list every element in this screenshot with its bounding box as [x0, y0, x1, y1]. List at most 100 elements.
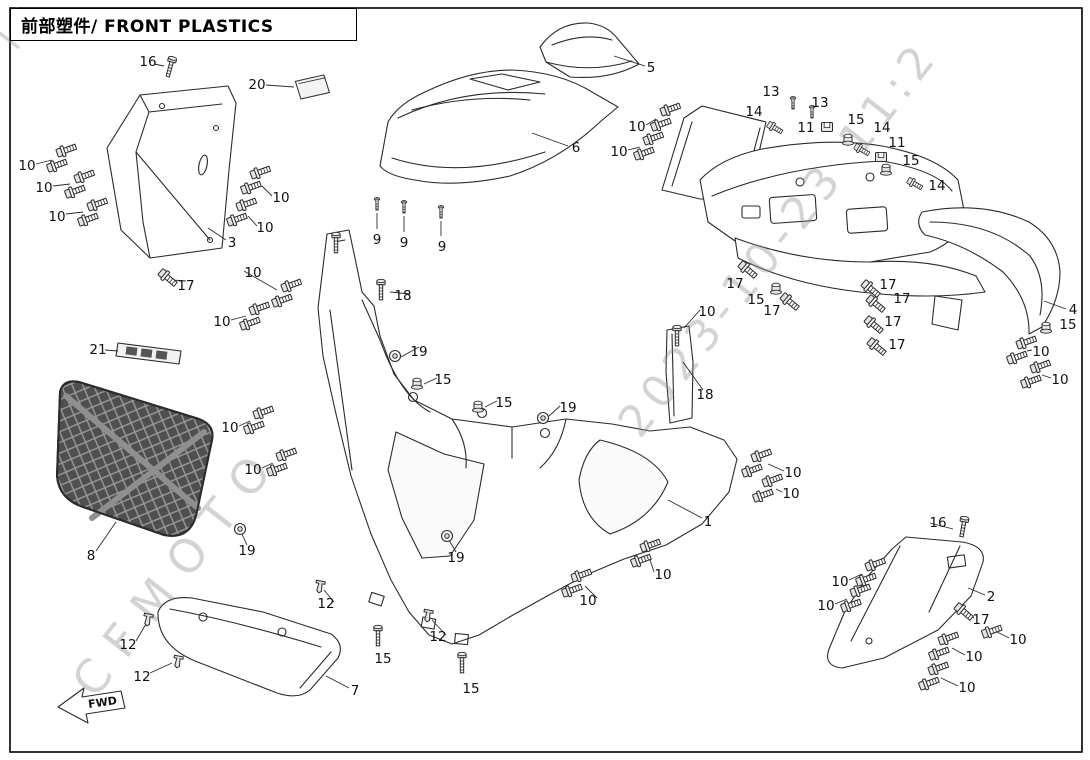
fastener-pad-icon [294, 74, 331, 100]
leader-line [325, 675, 350, 689]
leader-line [230, 315, 247, 321]
callout-16: 16 [139, 54, 156, 70]
part-2-right-side-panel [827, 536, 984, 669]
fastener-pin-icon [373, 197, 381, 211]
callout-15: 15 [462, 681, 479, 697]
fastener-boltsm-icon [766, 121, 784, 135]
callout-10: 10 [817, 598, 834, 614]
leader-line [35, 159, 53, 165]
fastener-screw-icon [860, 279, 881, 298]
callout-10: 10 [244, 265, 261, 281]
fastener-screw-icon [737, 260, 758, 279]
leader-line [261, 185, 273, 197]
fastener-screw-icon [953, 602, 974, 621]
leader-line [247, 215, 258, 227]
fastener-boltsm-icon [906, 177, 924, 191]
callout-10: 10 [244, 462, 261, 478]
fastener-pin-icon [789, 96, 797, 110]
callout-17: 17 [763, 303, 780, 319]
callout-5: 5 [647, 60, 656, 76]
fastener-grommet-icon [388, 349, 402, 363]
callout-15: 15 [1059, 317, 1076, 333]
part-5-wind-deflector [539, 22, 640, 78]
callout-10: 10 [213, 314, 230, 330]
fastener-boltv-icon [373, 624, 383, 647]
callout-19: 19 [238, 543, 255, 559]
fastener-pushclip-icon [315, 579, 326, 594]
fastener-pushclip-icon [423, 608, 434, 623]
callout-8: 8 [87, 548, 96, 564]
leader-line [207, 227, 227, 241]
callout-10: 10 [782, 486, 799, 502]
callout-10: 10 [958, 680, 975, 696]
leader-line [627, 146, 641, 151]
fastener-screw2-icon [243, 405, 275, 435]
leader-line [682, 361, 704, 391]
callout-11: 11 [797, 120, 814, 136]
callout-10: 10 [1032, 344, 1049, 360]
fastener-screw2-icon [239, 301, 271, 331]
callout-10: 10 [272, 190, 289, 206]
callout-16: 16 [929, 515, 946, 531]
callout-10: 10 [35, 180, 52, 196]
leader-line [940, 677, 959, 687]
fastener-boltv-icon [672, 324, 682, 347]
fastener-screw2-icon [77, 197, 109, 227]
fastener-nut-icon [842, 133, 854, 146]
fastener-grommet-icon [233, 522, 247, 536]
callout-17: 17 [879, 277, 896, 293]
fastener-boltv-icon [959, 515, 970, 538]
fastener-screw2-icon [1006, 335, 1038, 365]
callout-10: 10 [256, 220, 273, 236]
fastener-clipnut-icon [821, 122, 833, 132]
callout-9: 9 [400, 235, 409, 251]
fastener-screw2-icon [266, 447, 298, 477]
fastener-pin-icon [808, 105, 816, 119]
leader-line [323, 589, 335, 603]
leader-line [531, 132, 569, 147]
callout-7: 7 [351, 683, 360, 699]
callout-12: 12 [133, 669, 150, 685]
callout-10: 10 [628, 119, 645, 135]
callout-15: 15 [495, 395, 512, 411]
callout-17: 17 [888, 337, 905, 353]
fastener-pin-icon [437, 205, 445, 219]
callout-10: 10 [965, 649, 982, 665]
fastener-pushclip-icon [143, 612, 154, 627]
fastener-boltv-icon [376, 278, 386, 301]
leader-line [613, 55, 646, 67]
part-7-lower-valance [157, 597, 341, 697]
leader-line [1043, 300, 1067, 310]
callout-17: 17 [177, 278, 194, 294]
callout-10: 10 [784, 465, 801, 481]
leader-line [423, 377, 438, 385]
fastener-screw2-icon [1020, 359, 1052, 389]
part-3-left-side-panel [106, 85, 237, 259]
leader-line [996, 631, 1010, 639]
leader-line [584, 585, 598, 599]
leader-line [448, 539, 457, 553]
callout-4: 4 [1069, 302, 1078, 318]
leader-line [548, 405, 561, 417]
callout-12: 12 [429, 629, 446, 645]
leader-line [645, 118, 657, 126]
leader-line [95, 521, 117, 552]
fwd-label-layer: FWD [87, 694, 117, 711]
callout-3: 3 [228, 235, 237, 251]
fastener-screw-icon [866, 337, 887, 356]
callout-10: 10 [221, 420, 238, 436]
callout-12: 12 [317, 596, 334, 612]
callout-9: 9 [373, 232, 382, 248]
part-21-badge [115, 342, 182, 365]
fastener-screw-icon [981, 624, 1003, 639]
leader-line [238, 420, 251, 427]
callout-14: 14 [745, 104, 762, 120]
fastener-boltv-icon [165, 55, 178, 78]
fastener-screw2-icon [855, 557, 887, 587]
callout-6: 6 [572, 140, 581, 156]
fastener-boltv-icon [331, 231, 341, 254]
fastener-screw2-icon [928, 631, 960, 661]
leader-line [1041, 374, 1052, 379]
